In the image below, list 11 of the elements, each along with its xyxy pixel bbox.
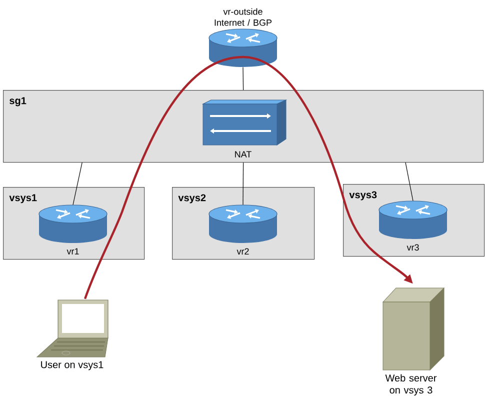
connector-line <box>405 162 414 202</box>
connector-line <box>242 66 244 90</box>
device-label: Web server on vsys 3 <box>385 374 437 396</box>
connector-line <box>242 162 244 206</box>
router-label: vr3 <box>406 244 419 251</box>
router-label: vr-outside Internet / BGP <box>214 8 272 26</box>
device-label: User on vsys1 <box>41 361 104 370</box>
router-label: vr2 <box>236 248 249 254</box>
switch-label: NAT <box>235 151 252 158</box>
router-label: vr1 <box>66 248 79 254</box>
connector-line <box>72 162 82 206</box>
